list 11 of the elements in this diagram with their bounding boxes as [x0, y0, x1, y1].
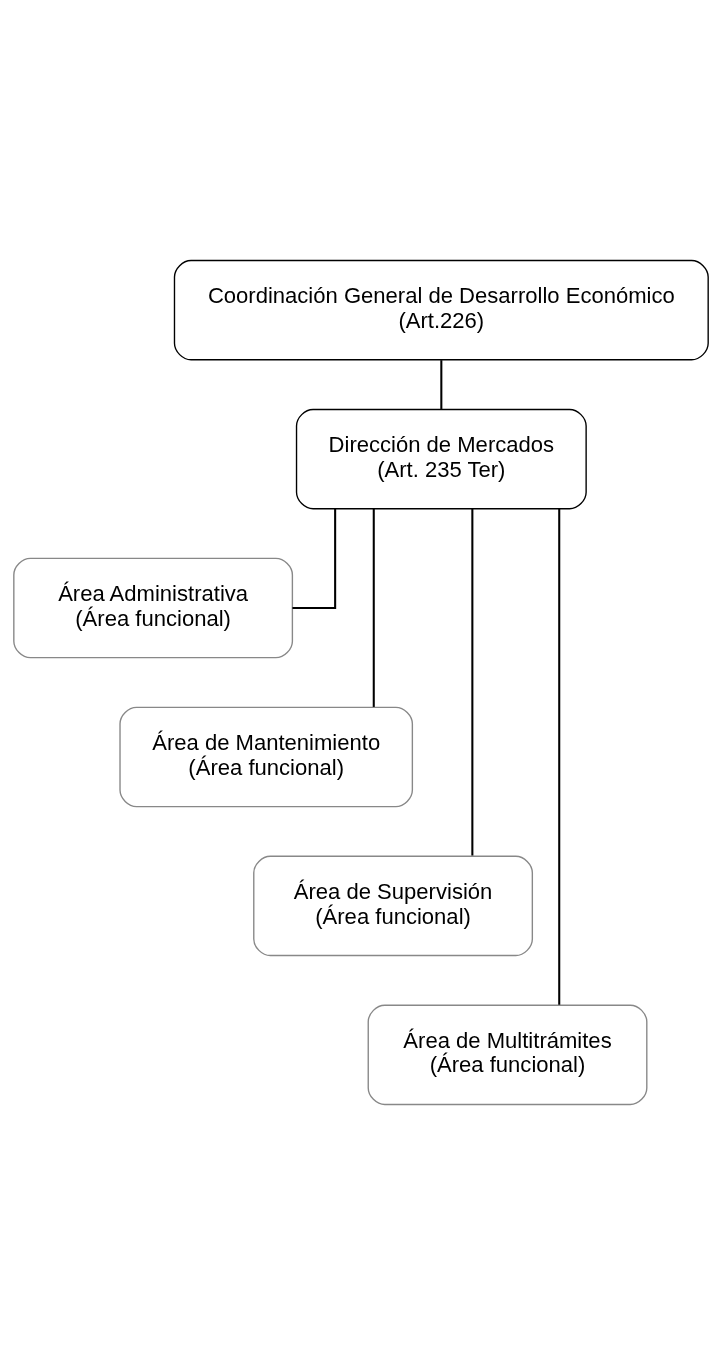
node-box: Área de Mantenimiento (Área funcional) [119, 706, 414, 807]
node-box: Área de Supervisión (Área funcional) [253, 855, 534, 956]
node-box: Coordinación General de Desarrollo Económico (Art.226) [173, 259, 709, 360]
connector [440, 359, 443, 409]
connector [471, 508, 474, 856]
node-box: Área Administrativa (Área funcional) [13, 557, 294, 658]
connector [558, 508, 561, 1005]
node-box: Dirección de Mercados (Art. 235 Ter) [295, 408, 587, 509]
connector [372, 508, 375, 707]
connector [292, 508, 337, 609]
node-box: Área de Multitrámites (Área funcional) [367, 1004, 648, 1105]
